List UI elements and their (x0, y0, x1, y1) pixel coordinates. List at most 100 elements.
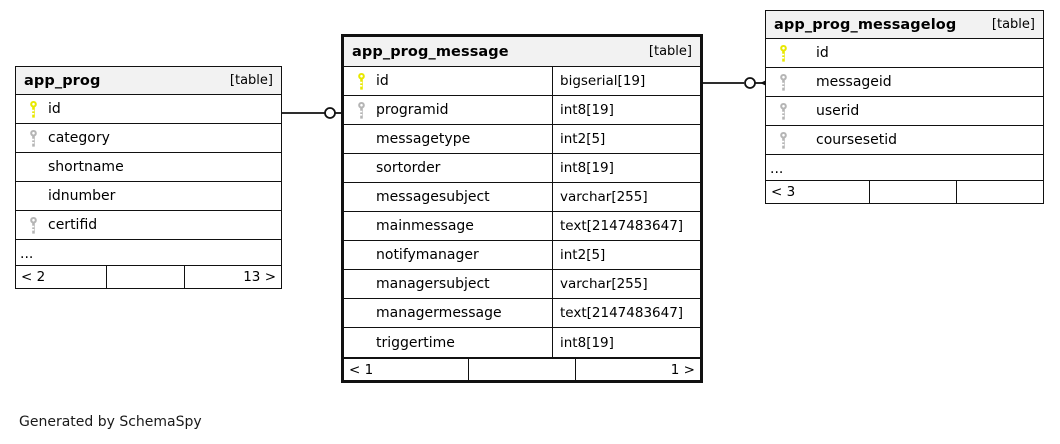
column-name: id (816, 45, 829, 61)
table-footer-app-prog-message: < 1 1 > (344, 357, 700, 380)
column-cell: triggertime (344, 328, 552, 357)
column-name: coursesetid (816, 132, 897, 148)
table-footer-app-prog-messagelog: < 3 (766, 180, 1043, 203)
column-name: messagesubject (376, 189, 490, 205)
table-row[interactable]: messagesubject varchar[255] (344, 183, 700, 212)
column-type: varchar[255] (552, 183, 700, 211)
foreign-key-icon (772, 73, 794, 91)
column-cell: id (16, 95, 281, 123)
table-title: app_prog (24, 72, 101, 89)
footer-middle-cell (468, 359, 575, 380)
table-footer-app-prog: < 2 13 > (16, 265, 281, 288)
table-row[interactable]: managermessage text[2147483647] (344, 299, 700, 328)
table-columns-app-prog-messagelog: id messageid userid (766, 39, 1043, 180)
table-row[interactable]: idnumber (16, 182, 281, 211)
table-header-app-prog: app_prog [table] (16, 67, 281, 95)
column-name: idnumber (48, 188, 116, 204)
table-row[interactable]: userid (766, 97, 1043, 126)
more-columns-indicator: ... (766, 155, 1043, 180)
column-cell: messageid (766, 68, 1043, 96)
table-row[interactable]: id (16, 95, 281, 124)
column-cell: certifid (16, 211, 281, 239)
table-columns-app-prog: id category shortname (16, 95, 281, 265)
footer-next-link[interactable]: 13 > (184, 266, 281, 288)
footer-middle-cell (869, 181, 956, 203)
footer-next-link (956, 181, 1043, 203)
table-header-app-prog-message: app_prog_message [table] (344, 37, 700, 67)
footer-prev-link[interactable]: < 3 (771, 184, 796, 200)
column-cell: messagesubject (344, 183, 552, 211)
column-type: varchar[255] (552, 270, 700, 298)
column-name: userid (816, 103, 860, 119)
column-cell: managersubject (344, 270, 552, 298)
footer-next-link[interactable]: 1 > (575, 359, 700, 380)
column-cell: userid (766, 97, 1043, 125)
column-cell: id (344, 67, 552, 95)
table-app-prog[interactable]: app_prog [table] id category (15, 66, 282, 289)
table-columns-app-prog-message: id bigserial[19] programid int8[19] mess… (344, 67, 700, 357)
column-name: shortname (48, 159, 124, 175)
foreign-key-icon (772, 102, 794, 120)
column-type: int2[5] (552, 125, 700, 153)
table-row[interactable]: messagetype int2[5] (344, 125, 700, 154)
table-row[interactable]: notifymanager int2[5] (344, 241, 700, 270)
column-name: messagetype (376, 131, 471, 147)
foreign-key-icon (350, 101, 372, 119)
column-type: int2[5] (552, 241, 700, 269)
column-cell: messagetype (344, 125, 552, 153)
primary-key-icon (22, 100, 44, 118)
table-row[interactable]: programid int8[19] (344, 96, 700, 125)
column-cell: managermessage (344, 299, 552, 327)
column-name: managermessage (376, 305, 502, 321)
column-name: id (48, 101, 61, 117)
column-name: programid (376, 102, 449, 118)
column-name: mainmessage (376, 218, 474, 234)
table-type-tag: [table] (991, 17, 1035, 32)
table-row[interactable]: coursesetid (766, 126, 1043, 155)
column-cell: shortname (16, 153, 281, 181)
table-row[interactable]: mainmessage text[2147483647] (344, 212, 700, 241)
table-app-prog-messagelog[interactable]: app_prog_messagelog [table] id messageid (765, 10, 1044, 204)
table-row[interactable]: shortname (16, 153, 281, 182)
ellipsis-label: ... (20, 246, 34, 262)
column-type: text[2147483647] (552, 299, 700, 327)
table-row[interactable]: id bigserial[19] (344, 67, 700, 96)
table-type-tag: [table] (648, 44, 692, 59)
column-cell: id (766, 39, 1043, 67)
column-type: bigserial[19] (552, 67, 700, 95)
table-row[interactable]: messageid (766, 68, 1043, 97)
column-cell: mainmessage (344, 212, 552, 240)
foreign-key-icon (772, 131, 794, 149)
column-name: messageid (816, 74, 892, 90)
table-row[interactable]: managersubject varchar[255] (344, 270, 700, 299)
generated-by-caption: Generated by SchemaSpy (19, 414, 202, 430)
column-cell: coursesetid (766, 126, 1043, 154)
more-columns-indicator: ... (16, 240, 281, 265)
table-title: app_prog_message (352, 43, 509, 60)
column-type: int8[19] (552, 154, 700, 182)
table-app-prog-message[interactable]: app_prog_message [table] id bigserial[19… (341, 34, 703, 383)
column-type: text[2147483647] (552, 212, 700, 240)
primary-key-icon (772, 44, 794, 62)
table-type-tag: [table] (229, 73, 273, 88)
column-name: category (48, 130, 110, 146)
column-name: notifymanager (376, 247, 479, 263)
table-row[interactable]: certifid (16, 211, 281, 240)
foreign-key-icon (22, 216, 44, 234)
footer-prev-link[interactable]: < 1 (349, 361, 374, 378)
footer-prev-link[interactable]: < 2 (21, 269, 46, 285)
column-type: int8[19] (552, 96, 700, 124)
column-cell: programid (344, 96, 552, 124)
column-cell: category (16, 124, 281, 152)
column-cell: idnumber (16, 182, 281, 210)
column-name: managersubject (376, 276, 490, 292)
table-row[interactable]: sortorder int8[19] (344, 154, 700, 183)
column-cell: notifymanager (344, 241, 552, 269)
table-row[interactable]: id (766, 39, 1043, 68)
table-row[interactable]: triggertime int8[19] (344, 328, 700, 357)
table-header-app-prog-messagelog: app_prog_messagelog [table] (766, 11, 1043, 39)
table-title: app_prog_messagelog (774, 16, 957, 33)
table-row[interactable]: category (16, 124, 281, 153)
ellipsis-label: ... (770, 161, 784, 177)
footer-middle-cell (106, 266, 184, 288)
